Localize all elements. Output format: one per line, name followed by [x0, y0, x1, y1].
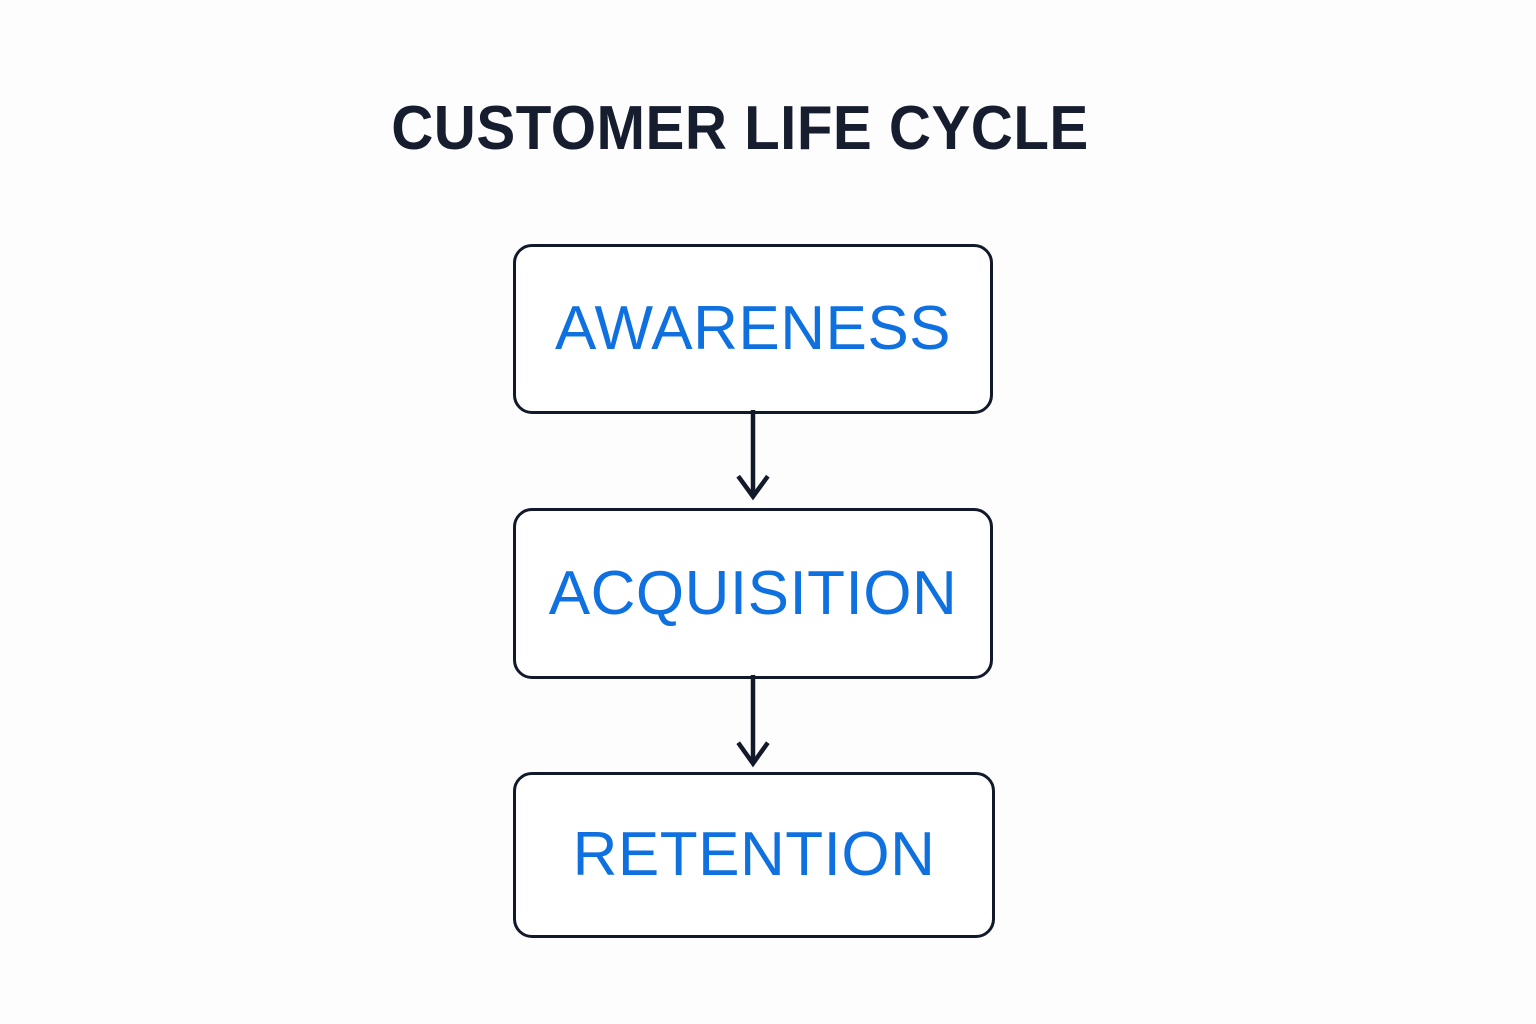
- page-title: CUSTOMER LIFE CYCLE: [391, 94, 1089, 163]
- flow-node-acquisition[interactable]: ACQUISITION: [513, 508, 993, 679]
- connector-arrow-awareness-to-acquisition: [722, 410, 784, 501]
- flow-node-retention-label: RETENTION: [572, 820, 936, 889]
- connector-arrow-acquisition-to-retention: [722, 675, 784, 768]
- flow-node-awareness-label: AWARENESS: [554, 294, 952, 363]
- flow-node-awareness[interactable]: AWARENESS: [513, 244, 993, 414]
- flow-node-retention[interactable]: RETENTION: [513, 772, 995, 938]
- flow-node-acquisition-label: ACQUISITION: [548, 558, 958, 628]
